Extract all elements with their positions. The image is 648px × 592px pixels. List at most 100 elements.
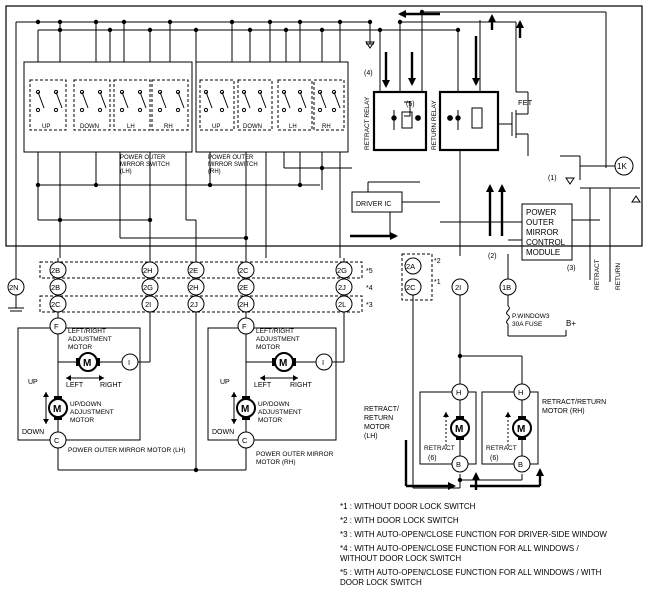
module-line-2: OUTER [526, 218, 554, 227]
mirror-lh-pin-c: C [54, 436, 60, 445]
relay-feed-junctions [367, 9, 461, 33]
footnotes: *1 : WITHOUT DOOR LOCK SWITCH *2 : WITH … [340, 502, 640, 592]
rr-lh-caption-1: RETRACT/ [364, 406, 399, 413]
connector-2e-mid-label: 2E [239, 283, 248, 292]
rr-rh-caption-1: RETRACT/RETURN [542, 399, 606, 406]
top-buses [15, 21, 370, 282]
mirror-lh-junctions [193, 467, 199, 473]
rr-lh-caption-4: (LH) [364, 433, 378, 440]
mirror-rh-up: UP [220, 379, 230, 386]
switch-lh-down-label: DOWN [80, 124, 99, 130]
mirror-lh-lr-3: MOTOR [68, 344, 92, 351]
step-1-label: (1) [548, 175, 557, 182]
mirror-lh-down: DOWN [22, 429, 44, 436]
mirror-rh-ud-m: M [241, 404, 249, 415]
control-module [440, 187, 641, 282]
star-2-label: *2 [434, 258, 441, 265]
connector-2g-mid-label: 2G [143, 283, 153, 292]
fet-transistor [498, 100, 529, 148]
connector-2c-right-label: 2C [406, 283, 416, 292]
retract-motor-wiring [412, 295, 523, 489]
rr-lh-pin-h: H [456, 388, 461, 397]
star-1-label: *1 [434, 279, 441, 286]
mirror-rh-lr-2: ADJUSTMENT [256, 336, 300, 343]
connector-1b-label: 1B [502, 283, 511, 292]
rr-motor-rh [481, 383, 539, 473]
mirror-lh-ud-1: UP/DOWN [70, 401, 102, 408]
connector-1k [560, 155, 634, 185]
connector-2j-bot-label: 2J [190, 300, 198, 309]
star-5-label: *5 [366, 268, 373, 275]
switch-contacts-lh [35, 89, 185, 113]
retract-relay-label: RETRACT RELAY [364, 96, 371, 150]
fuse-rating-label: 30A FUSE [512, 321, 543, 328]
step-5-label: (5) [406, 101, 415, 108]
connector-2h-bot-label: 2H [239, 300, 249, 309]
rr-lh-m: M [455, 424, 463, 435]
mirror-rh-caption-2: MOTOR (RH) [256, 459, 296, 466]
mirror-lh-pin-i: I [128, 358, 130, 367]
module-line-4: CONTROL [526, 238, 566, 247]
footnote-3: *3 : WITH AUTO-OPEN/CLOSE FUNCTION FOR D… [340, 530, 607, 539]
switch-rh-caption-2: MIRROR SWITCH [208, 162, 258, 168]
switch-lh-rh-label: RH [164, 124, 173, 130]
footnote-1: *1 : WITHOUT DOOR LOCK SWITCH [340, 502, 476, 511]
mirror-motor-lh [17, 317, 141, 449]
footnote-2: *2 : WITH DOOR LOCK SWITCH [340, 516, 459, 525]
rr-rh-step: (6) [490, 455, 499, 462]
connector-1k-label: 1K [617, 162, 627, 171]
mirror-rh-lr-m: M [279, 358, 287, 369]
mirror-switch-rh: UP DOWN LH RH [195, 61, 349, 153]
connector-2c-bot-label: 2C [51, 300, 61, 309]
rr-lh-caption-2: RETURN [364, 415, 393, 422]
rr-lh-caption-3: MOTOR [364, 424, 390, 431]
rr-rh-m: M [517, 424, 525, 435]
mirror-lh-wiring [57, 312, 246, 471]
mirror-rh-lr-1: LEFT/RIGHT [256, 328, 294, 335]
return-relay [438, 90, 500, 152]
switch-rh-down-label: DOWN [243, 124, 262, 130]
connector-2i-bot-label: 2I [145, 300, 151, 309]
connector-2e-top [187, 261, 205, 279]
rr-lh-retract: RETRACT [424, 445, 455, 452]
footnote-4: *4 : WITH AUTO-OPEN/CLOSE FUNCTION FOR A… [340, 544, 579, 563]
mirror-lh-up: UP [28, 379, 38, 386]
step-4-label: (4) [364, 70, 373, 77]
driver-ic [351, 181, 440, 236]
retract-relay [372, 90, 428, 152]
mirror-lh-left: LEFT [66, 382, 84, 389]
mirror-lh-right: RIGHT [100, 382, 123, 389]
mirror-rh-lr-3: MOTOR [256, 344, 280, 351]
switch-output-junctions [35, 165, 325, 241]
connector-band-5 [39, 261, 363, 279]
rr-rh-pin-h: H [518, 388, 523, 397]
retract-motor-junctions [457, 353, 463, 483]
connector-2a-label: 2A [406, 262, 415, 271]
relay-feed-wires [366, 11, 607, 256]
rr-rh-caption-2: MOTOR (RH) [542, 408, 585, 415]
module-line-1: POWER [526, 208, 556, 217]
connector-2b-top-label: 2B [51, 266, 60, 275]
switch-rh-up-label: UP [212, 124, 220, 130]
star-3-label: *3 [366, 302, 373, 309]
switch-rh-lh-label: LH [289, 124, 297, 130]
battery-label: B+ [566, 319, 576, 328]
footnote-5: *5 : WITH AUTO-OPEN/CLOSE FUNCTION FOR A… [340, 568, 602, 587]
module-line-3: MIRROR [526, 228, 559, 237]
fet-label: FET [518, 98, 533, 107]
connector-2j-mid-label: 2J [338, 283, 346, 292]
rr-lh-step: (6) [428, 455, 437, 462]
connector-2b-mid [49, 278, 67, 296]
mirror-rh-ud-3: MOTOR [258, 417, 282, 424]
module-line-5: MODULE [526, 248, 560, 257]
mirror-rh-caption-1: POWER OUTER MIRROR [256, 451, 334, 458]
flow-arrows [350, 10, 524, 240]
mirror-rh-pin-i: I [322, 358, 324, 367]
connector-2c-top-label: 2C [239, 266, 249, 275]
connector-2b-mid-label: 2B [51, 283, 60, 292]
connector-2h-mid [187, 278, 205, 296]
connector-2h-top [141, 261, 159, 279]
fuse-name-label: P.WINDOW3 [512, 313, 550, 320]
connector-2g-mid [141, 278, 159, 296]
